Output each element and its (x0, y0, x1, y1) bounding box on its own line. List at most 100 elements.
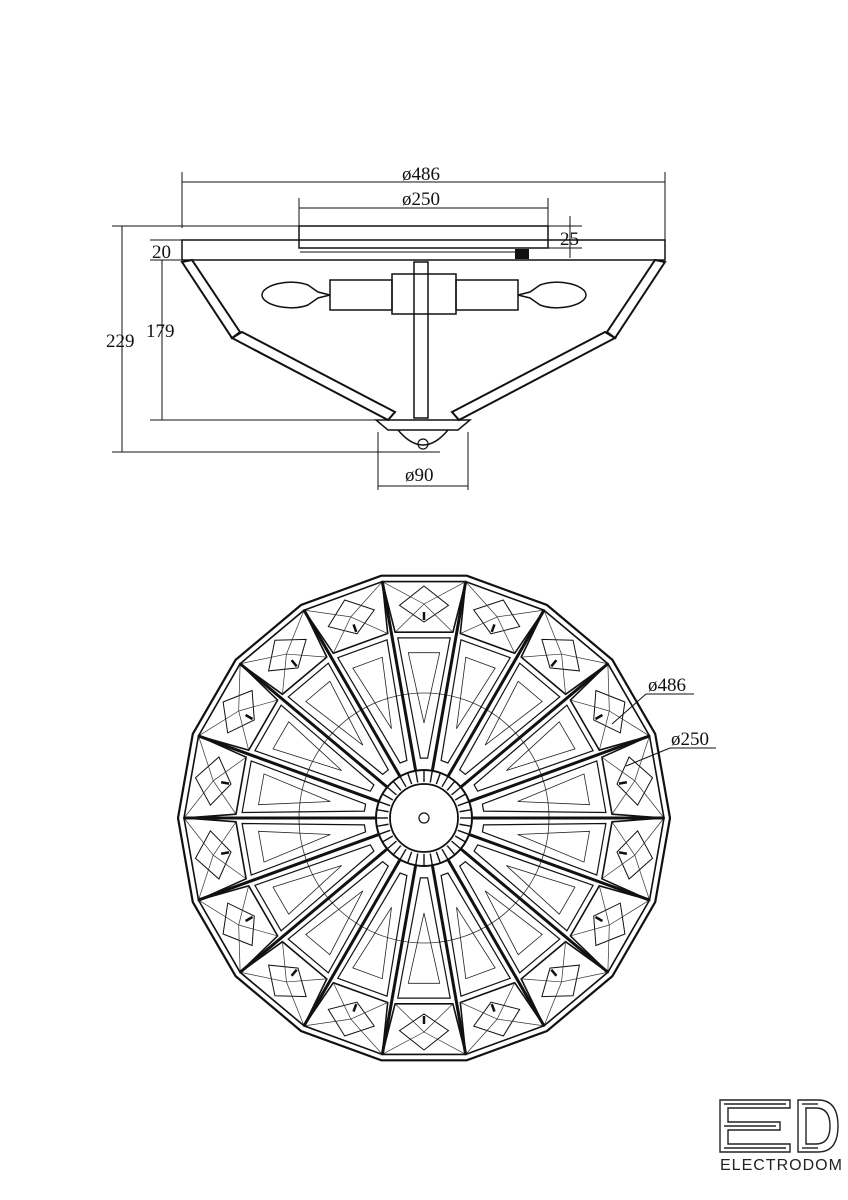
facet-line (634, 780, 665, 819)
outer-crystal-tile (459, 580, 546, 655)
inner-panel (254, 844, 375, 932)
outer-crystal-tile (238, 608, 328, 696)
bulb-left (261, 281, 331, 309)
spoke-tick (618, 851, 628, 856)
dimension-base-diameter: ø250 (298, 189, 549, 226)
inner-panel (481, 760, 607, 814)
dimension-finial-diameter: ø90 (377, 432, 469, 490)
dimension-total-height: 229 (106, 225, 440, 453)
hub-tooth (451, 840, 462, 850)
facet-line (423, 603, 454, 633)
bulb-holder-left (329, 279, 393, 311)
finial-tip (417, 438, 429, 450)
outer-diameter-label: ø486 (648, 675, 686, 696)
panel-facet (272, 865, 342, 915)
spoke-tick (490, 623, 496, 633)
tile-facet (472, 1001, 521, 1037)
facet-line (599, 710, 610, 751)
facet-line (332, 982, 352, 1020)
facet-line (303, 609, 351, 618)
inner-panel (473, 704, 594, 792)
inner-panel (241, 822, 367, 876)
facet-line (213, 756, 247, 782)
logo-mark (719, 1099, 839, 1153)
radial-spoke (380, 865, 418, 1055)
facet-line (198, 710, 239, 737)
facet-line (465, 1018, 498, 1055)
facet-line (497, 1018, 545, 1027)
outer-crystal-tile (302, 981, 389, 1056)
tile-facet (398, 1013, 450, 1051)
hub-tooth (441, 776, 449, 788)
spoke-tick (618, 780, 628, 785)
hub-tooth (435, 772, 442, 785)
facet-line (303, 1018, 351, 1027)
inner-panel (336, 638, 408, 764)
facet-line (238, 924, 278, 937)
inner-panel (458, 662, 561, 776)
outer-crystal-tile (183, 734, 247, 819)
tile-facet (327, 599, 376, 635)
base-diameter-label: ø250 (402, 189, 440, 210)
inner-panel (458, 860, 561, 974)
spoke-tick (550, 968, 558, 977)
hub-tooth (446, 845, 456, 856)
spoke-tick (244, 915, 254, 923)
hub-tooth (392, 780, 402, 791)
spoke-tick (290, 659, 298, 668)
facet-line (423, 1031, 466, 1055)
hub-tooth (459, 823, 472, 828)
tile-facet (541, 964, 581, 998)
hub-tooth (386, 786, 397, 796)
right-arm-upper (605, 258, 667, 340)
hub-tooth (429, 770, 434, 783)
inner-panel (254, 704, 375, 792)
radial-spoke (430, 581, 468, 771)
tile-facet (267, 964, 307, 998)
tile-facet (398, 585, 450, 623)
outer-rim (176, 574, 672, 1062)
crystal-pattern (176, 574, 672, 1062)
facet-line (282, 941, 287, 982)
panel-facet (258, 773, 331, 806)
facet-line (240, 653, 287, 665)
left-arm-lower (229, 330, 397, 422)
facet-line (496, 982, 516, 1020)
panel-facet (272, 721, 342, 771)
facet-line (607, 663, 610, 712)
hub-inner (389, 783, 459, 853)
facet-line (423, 581, 466, 605)
spoke-tick (220, 780, 230, 785)
center-rod (413, 261, 429, 419)
panel-facet (506, 865, 576, 915)
facet-line (198, 899, 239, 926)
hub-tooth (376, 808, 389, 813)
facet-line (213, 854, 247, 880)
bulb-holder-right (455, 279, 519, 311)
outer-crystal-tile (197, 662, 279, 752)
inner-panel (397, 637, 451, 759)
tile-facet (222, 689, 255, 734)
finial-knob (397, 429, 449, 446)
facet-line (561, 654, 566, 695)
inner-panel (287, 860, 390, 974)
hub-tooth (414, 770, 419, 783)
facet-line (601, 854, 635, 880)
outer-crystal-tile (381, 580, 467, 634)
facet-line (286, 610, 305, 655)
hub-tooth (399, 848, 407, 860)
facet-line (611, 821, 636, 856)
hub-tooth (392, 845, 402, 856)
facet-line (238, 710, 249, 751)
panel-facet (352, 656, 392, 729)
total-height-label: 229 (106, 331, 135, 352)
outer-crystal-tile (197, 884, 279, 974)
rim (181, 239, 666, 261)
tile-facet (327, 1001, 376, 1037)
hub-tooth (378, 829, 391, 836)
facet-line (286, 653, 327, 658)
hub-tooth (454, 793, 466, 801)
logo-name: ELECTRODOM (720, 1157, 843, 1174)
facet-line (212, 780, 237, 815)
hub-tooth (451, 786, 462, 796)
